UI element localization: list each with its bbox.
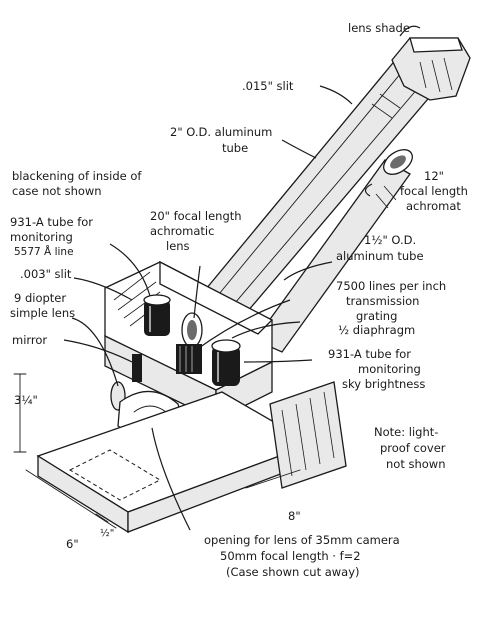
label-pmt-sky-1: 931-A tube for (328, 347, 411, 361)
dimension-lines (13, 373, 301, 529)
label-diopter-2: simple lens (10, 306, 75, 320)
label-achromat-1: 12" (424, 169, 444, 183)
label-blackening-2: case not shown (12, 184, 102, 198)
label-diaphragm: ½ diaphragm (338, 323, 415, 337)
mirror-element (132, 354, 142, 382)
label-achromatic-3: lens (166, 239, 190, 253)
labels: lens shade .015" slit 2" O.D. aluminum t… (10, 21, 468, 579)
leader-lines (63, 25, 421, 531)
label-grating-3: grating (356, 309, 397, 323)
dim-half: ½" (100, 527, 114, 539)
label-opening-3: (Case shown cut away) (226, 565, 360, 579)
label-grating-1: 7500 lines per inch (336, 279, 446, 293)
label-pmt-sky-3: sky brightness (342, 377, 425, 391)
label-slit-003: .003" slit (20, 267, 72, 281)
label-tube-half-1: 1½" O.D. (364, 233, 416, 247)
dim-width: 6" (66, 537, 79, 551)
achromatic-lens-20in (181, 312, 203, 348)
cover-panel (269, 381, 347, 489)
label-achromatic-2: achromatic (150, 224, 214, 238)
label-pmt-mon-3: 5577 Å line (14, 245, 74, 258)
label-opening-1: opening for lens of 35mm camera (204, 533, 400, 547)
label-note-2: proof cover (380, 441, 446, 455)
label-note-1: Note: light- (374, 425, 438, 439)
label-pmt-mon-1: 931-A tube for (10, 215, 93, 229)
label-achromat-2: focal length (400, 184, 468, 198)
dim-height: 3¼" (14, 393, 38, 407)
pmt-5577-tube (143, 294, 171, 336)
label-pmt-mon-2: monitoring (10, 230, 73, 244)
label-opening-2: 50mm focal length · f=2 (220, 549, 361, 563)
secondary-tube-1-5in (254, 149, 413, 353)
label-tube-2in-1: 2" O.D. aluminum (170, 125, 272, 139)
label-lens-shade: lens shade (348, 21, 410, 35)
label-diopter-1: 9 diopter (14, 291, 66, 305)
dim-depth: 8" (288, 509, 301, 523)
label-achromat-3: achromat (406, 199, 461, 213)
label-slit-015: .015" slit (242, 79, 294, 93)
base-plate (36, 391, 314, 534)
dimension-labels: 3¼" 6" 8" ½" (14, 393, 301, 551)
label-blackening-1: blackening of inside of (12, 169, 142, 183)
label-mirror: mirror (12, 333, 47, 347)
label-pmt-sky-2: monitoring (358, 362, 421, 376)
lens-shade (391, 37, 471, 101)
label-tube-half-2: aluminum tube (336, 249, 424, 263)
label-note-3: not shown (386, 457, 446, 471)
pmt-sky-tube (211, 339, 241, 386)
label-tube-2in-2: tube (222, 141, 248, 155)
label-grating-2: transmission (346, 294, 419, 308)
label-achromatic-1: 20" focal length (150, 209, 242, 223)
